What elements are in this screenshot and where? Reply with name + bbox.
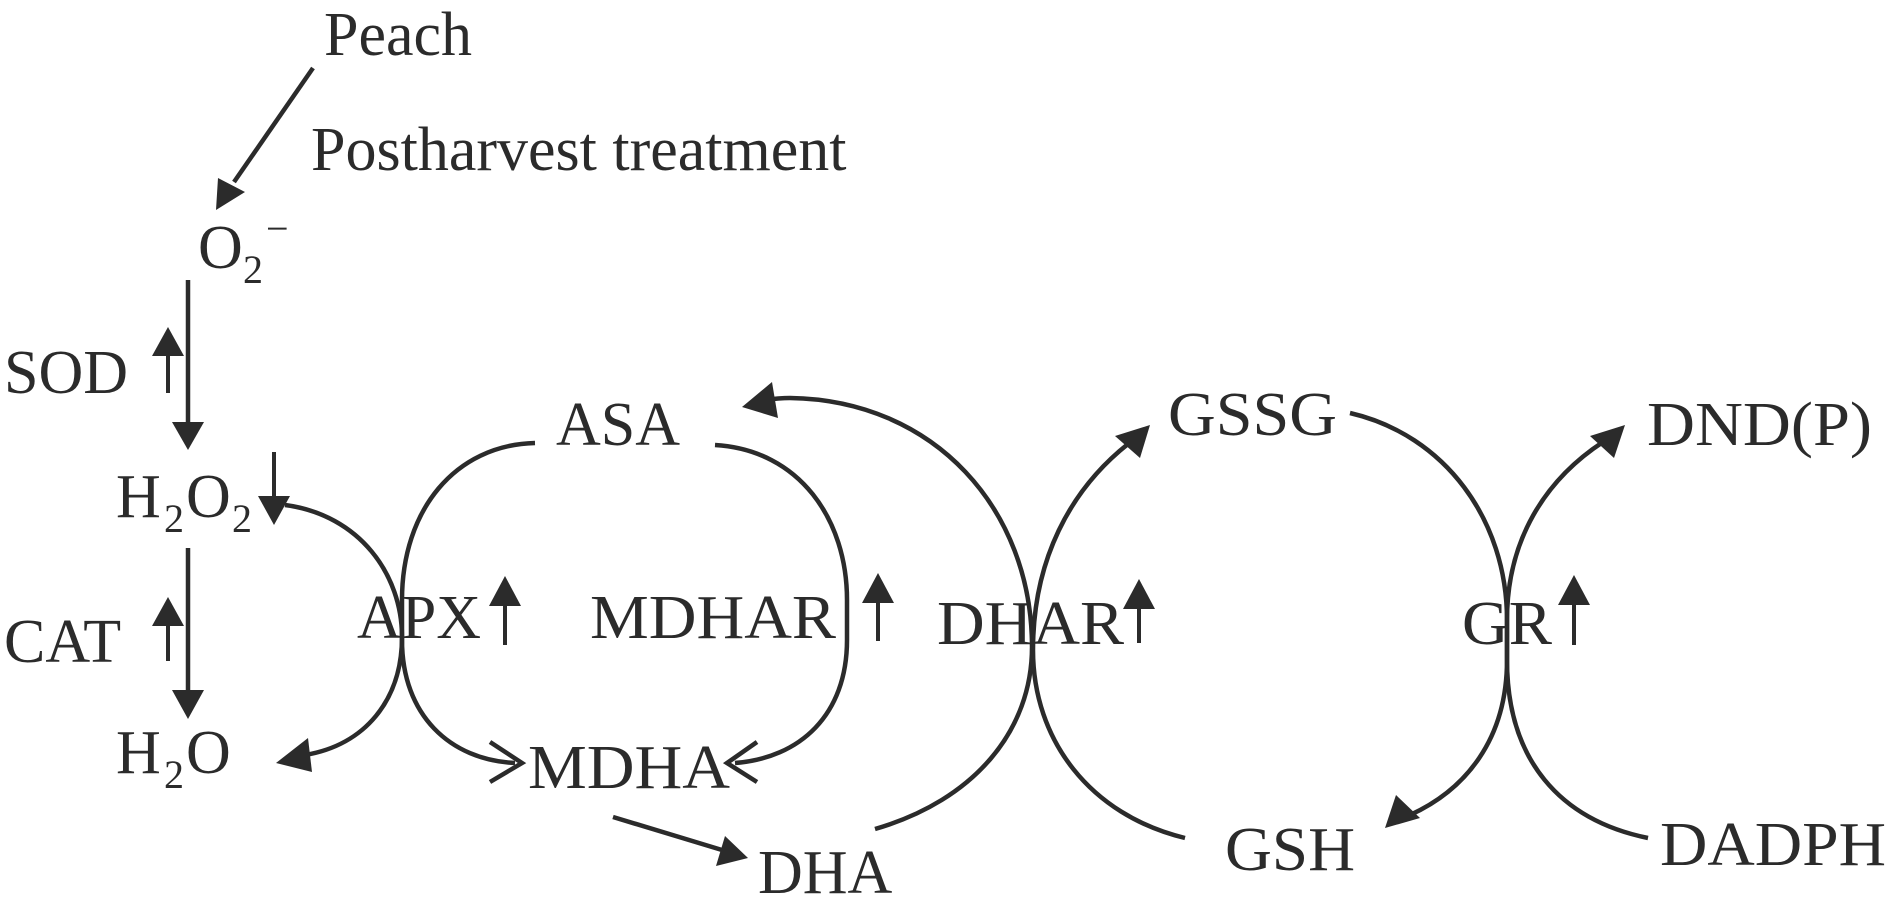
svg-text:2: 2 [164, 752, 184, 797]
dhar-up-arrow-icon [1123, 579, 1155, 643]
mdha-label: MDHA [528, 734, 730, 802]
gr-nadph-to-ndp-arc [1504, 425, 1649, 841]
h2o2-down-arrow-icon [258, 452, 290, 525]
mdhar-label: MDHAR [590, 584, 837, 652]
gssg-label: GSSG [1168, 381, 1337, 449]
svg-text:O: O [198, 214, 243, 282]
peach-to-superoxide-arrow [216, 66, 315, 210]
gsh-label: GSH [1225, 816, 1355, 884]
ndp-label: DND(P) [1647, 391, 1872, 459]
mdhar-up-arrow-icon [862, 573, 894, 641]
sod-up-arrow-icon [152, 327, 184, 393]
sod-label: SOD [4, 339, 128, 407]
mdha-to-dha-arrow [612, 814, 748, 866]
svg-text:2: 2 [232, 496, 252, 541]
superoxide-label: O 2 − [198, 206, 289, 292]
nadph-label: DADPH [1660, 811, 1886, 879]
svg-text:2: 2 [164, 496, 184, 541]
cat-label: CAT [4, 608, 121, 676]
dha-label: DHA [758, 839, 893, 907]
cat-up-arrow-icon [152, 597, 184, 661]
apx-up-arrow-icon [489, 576, 521, 645]
svg-text:2: 2 [243, 247, 263, 292]
mdhar-mdha-to-asa-arc [714, 442, 850, 784]
peach-label: Peach [324, 1, 472, 69]
gr-up-arrow-icon [1558, 575, 1590, 645]
dhar-gsh-to-gssg-arc [1030, 425, 1186, 841]
apx-label: APX [357, 584, 481, 652]
postharvest-treatment-label: Postharvest treatment [311, 116, 846, 184]
svg-text:H: H [116, 719, 161, 787]
dhar-dha-to-asa-arc [742, 382, 1035, 832]
h2o-label: H 2 O [116, 719, 231, 797]
superoxide-to-h2o2-arrow [172, 280, 204, 450]
asa-to-mdha-arc [399, 440, 536, 784]
asa-label: ASA [556, 391, 680, 459]
svg-text:O: O [186, 719, 231, 787]
svg-text:H: H [116, 463, 161, 531]
svg-text:O: O [186, 463, 231, 531]
svg-text:−: − [266, 206, 289, 251]
h2o2-label: H 2 O 2 [116, 463, 252, 541]
h2o2-to-h2o-arrow [172, 548, 204, 719]
